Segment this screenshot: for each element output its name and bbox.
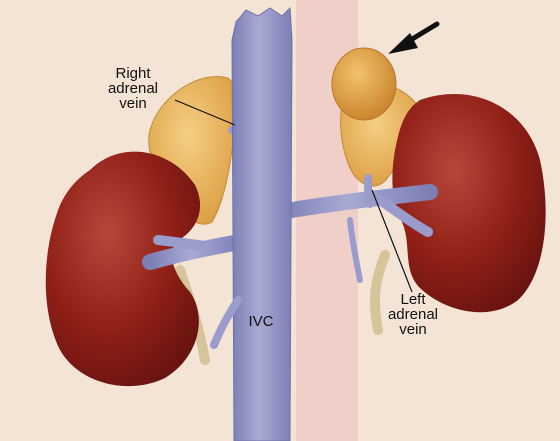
label-left-adrenal-vein: Left adrenal vein [376,292,450,337]
left-kidney [392,94,545,312]
adrenal-mass [332,48,396,120]
label-right-adrenal-vein-line2: adrenal [96,81,170,96]
label-right-adrenal-vein: Right adrenal vein [96,66,170,111]
label-right-adrenal-vein-line1: Right [96,66,170,81]
right-renal-vein-branch [158,240,205,246]
label-ivc: IVC [240,314,282,329]
label-right-adrenal-vein-line3: vein [96,96,170,111]
left-adrenal-vein [368,178,370,204]
label-left-adrenal-vein-line3: vein [376,322,450,337]
label-left-adrenal-vein-line2: adrenal [376,307,450,322]
ivc [232,8,292,441]
label-left-adrenal-vein-line1: Left [376,292,450,307]
